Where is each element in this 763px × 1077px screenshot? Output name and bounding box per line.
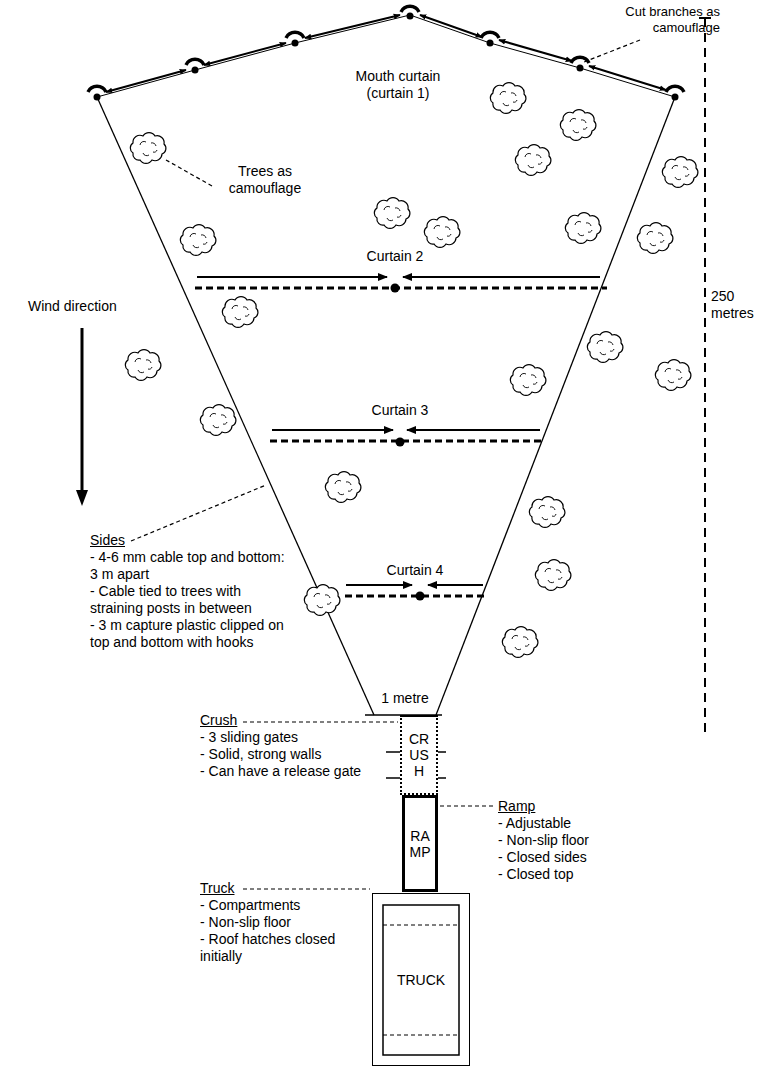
label-text: - Non-slip floor <box>498 832 628 849</box>
ramp-box: RAMP <box>402 795 438 892</box>
crush-box: CRUSH <box>400 715 438 795</box>
label-text: - Cable tied to trees with straining pos… <box>90 583 285 617</box>
wind-arrow <box>76 328 88 506</box>
mouth-curtain <box>97 15 675 97</box>
label-text: Wind direction <box>28 298 148 315</box>
label-text: - Non-slip floor <box>200 914 365 931</box>
label-text: Curtain 3 <box>350 402 450 419</box>
truck-body <box>383 905 459 1055</box>
label-text: Mouth curtain (curtain 1) <box>338 68 458 102</box>
label-text: Cut branches as camouflage <box>598 4 720 36</box>
callout-heading: Crush <box>200 712 237 729</box>
label-text: - 3 sliding gates <box>200 729 365 746</box>
callout-heading: Sides <box>90 532 125 549</box>
label-text: - Closed sides <box>498 849 628 866</box>
label-text: Trees as camouflage <box>215 163 315 197</box>
label-text: - Adjustable <box>498 815 628 832</box>
truck-box: TRUCK <box>372 893 470 1066</box>
label-text: - Can have a release gate <box>200 763 365 780</box>
distance-bar <box>699 18 711 735</box>
node-label: RAMP <box>405 828 435 860</box>
label-text: - Roof hatches closed initially <box>200 931 365 965</box>
label-text: - Closed top <box>498 866 628 883</box>
label-text: - 4-6 mm cable top and bottom: 3 m apart <box>90 549 285 583</box>
curtain-dots <box>391 284 425 601</box>
label-text: - 3 m capture plastic clipped on top and… <box>90 617 285 651</box>
leader-lines <box>131 40 640 889</box>
node-label: TRUCK <box>395 972 447 988</box>
node-label: CRUSH <box>402 731 436 779</box>
label-text: - Solid, strong walls <box>200 746 365 763</box>
label-text: Curtain 2 <box>345 248 445 265</box>
callout-heading: Truck <box>200 880 234 897</box>
callout-heading: Ramp <box>498 798 535 815</box>
label-text: 1 metre <box>375 690 435 707</box>
label-text: 250 metres <box>711 288 759 322</box>
label-text: - Compartments <box>200 897 365 914</box>
label-text: Curtain 4 <box>365 562 465 579</box>
